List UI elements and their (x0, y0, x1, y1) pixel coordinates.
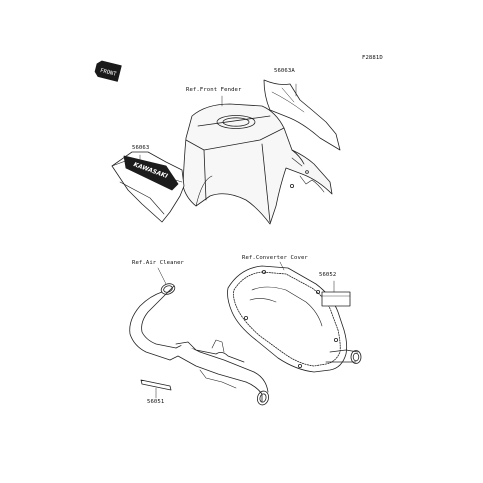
decal-56051-part (140, 379, 172, 391)
part-number-56063a: 56063A (274, 68, 295, 74)
air-cleaner-duct-part (129, 283, 270, 406)
converter-cover-part (227, 265, 362, 373)
ref-front-fender-label: Ref.Front Fender (186, 87, 242, 93)
part-number-56051: 56051 (147, 399, 165, 405)
ref-converter-cover-label: Ref.Converter Cover (242, 255, 308, 261)
decal-56063-part: KAWASAKI (111, 151, 185, 223)
leader-converter-cover (279, 261, 285, 271)
front-fender-part (182, 103, 333, 225)
ref-air-cleaner-label: Ref.Air Cleaner (132, 260, 185, 266)
part-number-56063: 56063 (132, 145, 150, 151)
decal-56052-part (321, 291, 351, 307)
part-number-56052: 56052 (319, 272, 337, 278)
decal-56063a-part (263, 79, 341, 151)
front-direction-icon: FRONT (94, 60, 122, 82)
front-badge-text: FRONT (99, 68, 117, 78)
leader-air-cleaner (157, 267, 167, 285)
figure-code: F2881D (362, 55, 383, 61)
